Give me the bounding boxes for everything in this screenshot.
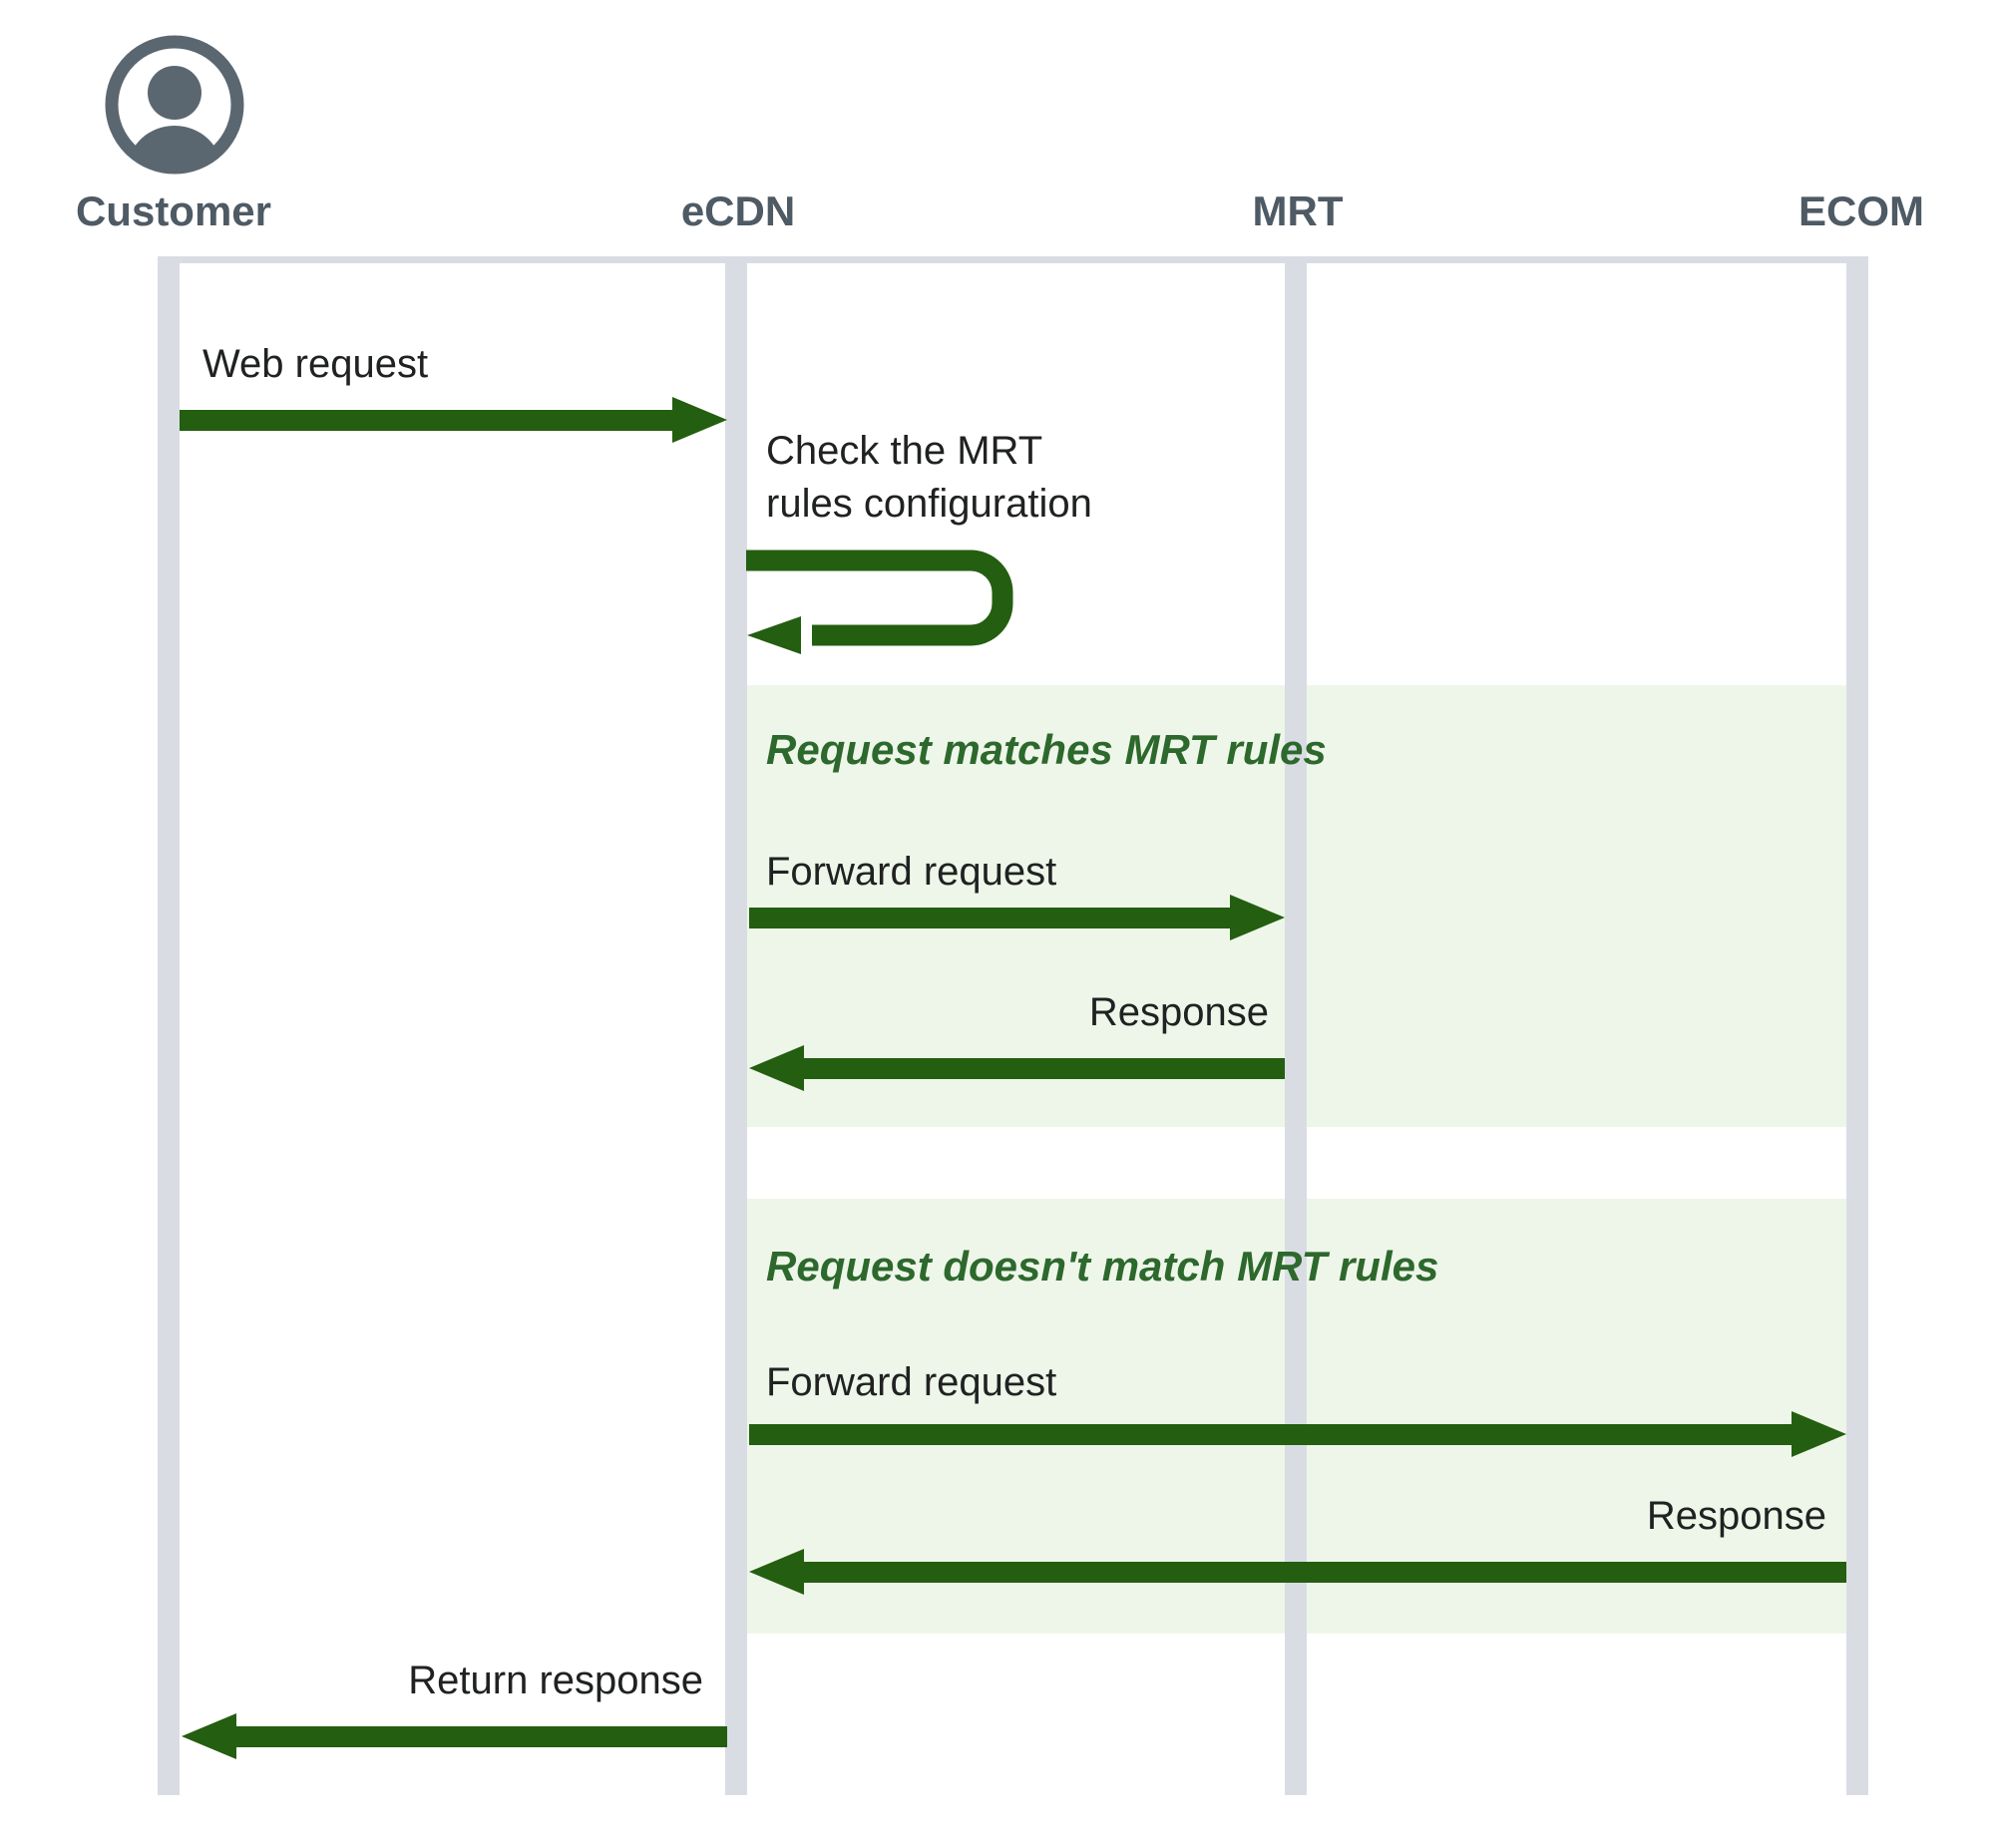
arrow-forward-request-2	[749, 1424, 1792, 1445]
message-label-check-rules: Check the MRT rules configuration	[766, 429, 1092, 526]
arrow-response-1	[804, 1058, 1285, 1079]
person-icon	[105, 35, 244, 175]
message-label-return-response: Return response	[408, 1659, 703, 1702]
lifeline-ecom	[1846, 256, 1868, 1795]
message-label-web-request: Web request	[202, 342, 429, 386]
lifeline-top-connector	[158, 256, 1868, 263]
arrowhead-return-response	[182, 1713, 236, 1759]
lifeline-mrt	[1285, 256, 1307, 1795]
message-label-response-1: Response	[1088, 990, 1269, 1034]
actor-label-ecom: ECOM	[1798, 187, 1924, 234]
arrowhead-response-2	[749, 1549, 804, 1595]
arrowhead-web-request	[672, 397, 727, 443]
message-label-forward-request-2: Forward request	[766, 1360, 1057, 1404]
arrowhead-forward-request-1	[1230, 895, 1285, 940]
arrow-forward-request-1	[749, 908, 1230, 928]
message-label-forward-request-1: Forward request	[766, 850, 1057, 894]
message-label-response-2: Response	[1646, 1494, 1826, 1538]
section-title-match: Request matches MRT rules	[766, 726, 1327, 773]
actor-label-ecdn: eCDN	[680, 187, 796, 234]
arrow-self-loop	[746, 550, 1013, 654]
arrow-return-response	[236, 1726, 727, 1747]
section-title-no-match: Request doesn't match MRT rules	[766, 1243, 1439, 1290]
lifeline-ecdn	[725, 256, 747, 1795]
lifeline-customer	[158, 256, 180, 1795]
arrow-web-request	[180, 410, 672, 431]
arrowhead-forward-request-2	[1792, 1411, 1846, 1457]
actor-label-mrt: MRT	[1252, 187, 1344, 234]
arrow-response-2	[804, 1562, 1846, 1583]
arrowhead-response-1	[749, 1045, 804, 1091]
actor-label-customer: Customer	[75, 187, 272, 234]
